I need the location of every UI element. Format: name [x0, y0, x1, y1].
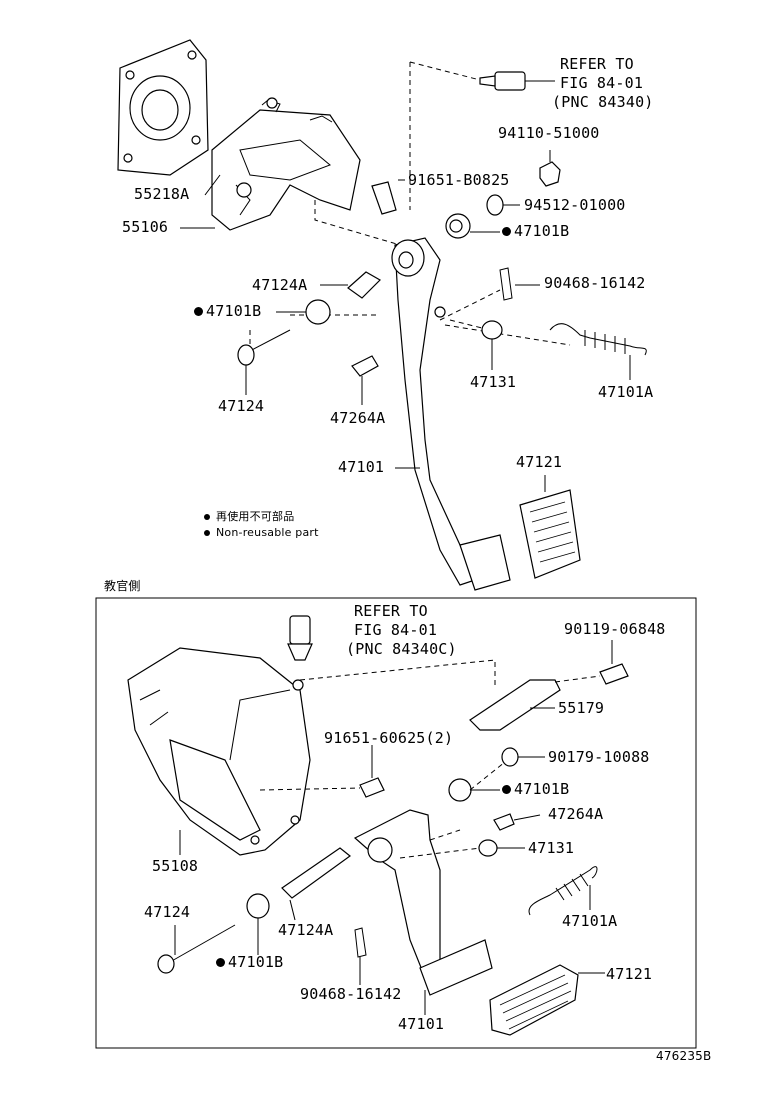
spring-47101A-top: [549, 323, 647, 356]
label-47131: 47131: [470, 373, 517, 391]
stop-lamp-switch-top: [479, 71, 555, 91]
label-91651-B0825: 91651-B0825: [408, 171, 510, 189]
pedal-arm-47101-bottom: [353, 809, 493, 996]
label-47121: 47121: [516, 453, 563, 471]
label-55179: 55179: [558, 699, 605, 717]
label-47101-bottom: 47101: [398, 1015, 445, 1033]
bottom-section-frame: [95, 597, 697, 1049]
refer-to-line-2-bottom[interactable]: FIG 84-01: [354, 621, 438, 639]
leader-lines-bottom: [174, 640, 613, 1015]
label-47124: 47124: [218, 397, 265, 415]
part-55108-bracket: [127, 647, 311, 856]
refer-to-line-2-top[interactable]: FIG 84-01: [560, 74, 644, 92]
label-47121-bottom: 47121: [606, 965, 653, 983]
label-94110-51000: 94110-51000: [498, 124, 600, 142]
label-91651-60625: 91651-60625(2): [324, 729, 454, 747]
label-47124A: 47124A: [252, 276, 308, 294]
label-47101B-bottom-left: 47101B: [216, 954, 283, 971]
label-47101: 47101: [338, 458, 385, 476]
refer-to-line-3-top[interactable]: (PNC 84340): [552, 93, 654, 111]
refer-to-line-1-bottom[interactable]: REFER TO: [354, 602, 428, 620]
label-90179-10088: 90179-10088: [548, 748, 650, 766]
refer-to-line-1-top[interactable]: REFER TO: [560, 55, 634, 73]
bottom-section-title: 教官側: [104, 579, 141, 593]
label-47101B-text: 47101B: [514, 780, 570, 798]
legend-english-text: Non-reusable part: [216, 526, 319, 539]
non-reusable-dot: [216, 958, 225, 967]
legend-english: Non-reusable part: [204, 526, 319, 539]
label-47124-bottom: 47124: [144, 903, 191, 921]
label-47124A-bottom: 47124A: [278, 921, 334, 939]
refer-to-line-3-bottom[interactable]: (PNC 84340C): [346, 640, 457, 658]
label-47264A-bottom: 47264A: [548, 805, 604, 823]
label-47101B-bottom-right: 47101B: [502, 781, 569, 798]
figure-code: 476235B: [656, 1049, 712, 1063]
label-47101B-top-right: 47101B: [502, 223, 569, 240]
label-94512-01000: 94512-01000: [524, 196, 626, 214]
label-90119-06848: 90119-06848: [564, 620, 666, 638]
bolt-47124-bottom: [157, 924, 236, 974]
bushing-47101B-top: [445, 213, 471, 239]
label-90468-16142: 90468-16142: [544, 274, 646, 292]
non-reusable-dot: [502, 785, 511, 794]
pedal-pad-47121-bottom: [489, 964, 579, 1036]
stop-lamp-switch-bottom: [287, 615, 313, 661]
label-47101B-text: 47101B: [514, 222, 570, 240]
label-47101B-text: 47101B: [206, 302, 262, 320]
label-47264A: 47264A: [330, 409, 386, 427]
label-47131-bottom: 47131: [528, 839, 575, 857]
label-55108: 55108: [152, 857, 199, 875]
label-55218A: 55218A: [134, 185, 190, 203]
non-reusable-dot: [502, 227, 511, 236]
part-55106-bracket: [211, 97, 361, 231]
legend-japanese-text: 再使用不可部品: [216, 510, 295, 523]
label-47101A-bottom: 47101A: [562, 912, 618, 930]
spring-47101A-bottom: [528, 866, 598, 916]
label-47101B-top-left: 47101B: [194, 303, 261, 320]
legend-dot: [204, 530, 210, 536]
label-55106: 55106: [122, 218, 169, 236]
pedal-arm-47101-top: [391, 237, 511, 591]
part-55218A-plate: [117, 39, 209, 176]
non-reusable-dot: [194, 307, 203, 316]
pedal-pad-47121-top: [519, 489, 581, 579]
label-47101A: 47101A: [598, 383, 654, 401]
legend-japanese: 再使用不可部品: [204, 510, 294, 523]
label-90468-16142-bottom: 90468-16142: [300, 985, 402, 1003]
legend-dot: [204, 514, 210, 520]
leader-lines-top: [180, 150, 631, 492]
bolt-47124-top: [237, 329, 291, 366]
label-47101B-text: 47101B: [228, 953, 284, 971]
